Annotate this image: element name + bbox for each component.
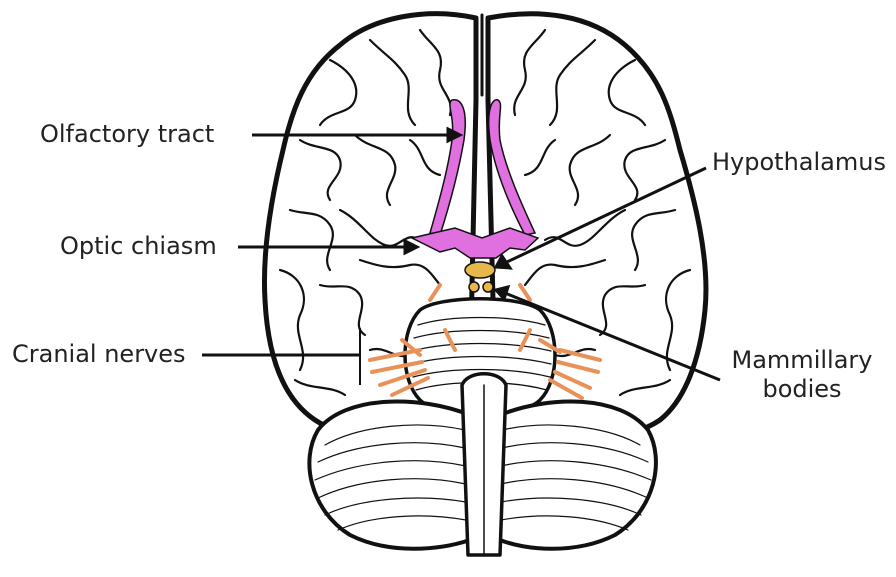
mammillary-bodies-label-line2: bodies (722, 375, 882, 404)
optic-chiasm-label: Optic chiasm (60, 232, 217, 261)
mammillary-body-left (469, 282, 479, 292)
mammillary-bodies-label-line1: Mammillary (722, 346, 882, 375)
cerebellum-right (500, 401, 656, 548)
cranial-nerves-label: Cranial nerves (12, 340, 186, 369)
mammillary-bodies-label: Mammillary bodies (722, 346, 882, 404)
hypothalamus (465, 262, 495, 278)
olfactory-tract-label: Olfactory tract (40, 120, 214, 149)
hypothalamus-label: Hypothalamus (712, 148, 886, 177)
mammillary-body-right (483, 282, 493, 292)
cerebellum-left (309, 401, 470, 548)
